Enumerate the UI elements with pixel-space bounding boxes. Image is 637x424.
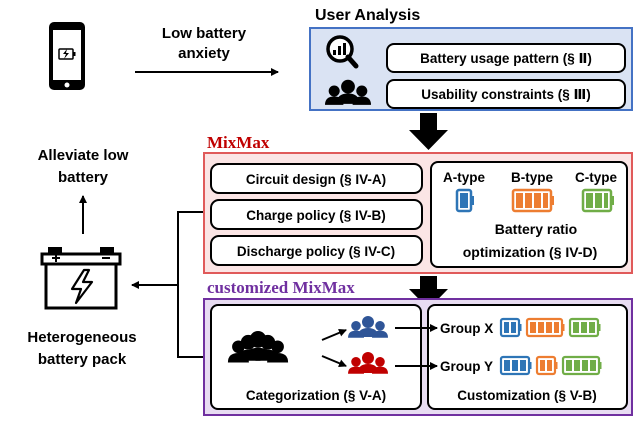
hetero-label-line2: battery pack [38,351,127,368]
car-battery-icon [40,247,122,310]
hetero-label-line1: Heterogeneous [27,329,136,346]
customization-label: Customization (§ V-B) [457,388,597,403]
group-x-label: Group X [440,321,493,336]
discharge-policy-box [210,235,423,266]
group-x-battery-c-icon [568,317,601,338]
group-x-battery-a-icon [499,317,522,338]
group-y-battery-a-icon [499,355,532,376]
arrow-to-group-x-people [321,329,347,341]
low-battery-label-line1: Low battery [162,25,247,42]
battery-ratio-label-line2: optimization (§ IV-D) [463,244,598,260]
charge-policy-label: Charge policy (§ IV-B) [246,208,386,223]
categorization-label: Categorization (§ V-A) [246,388,386,403]
alleviate-label-line2: battery [58,169,109,186]
group-x-battery-b-icon [525,317,565,338]
arrow-to-group-y-people [321,355,347,367]
mixmax-title: MixMax [207,133,270,152]
battery-type-b-label: B-type [511,170,553,185]
battery-type-c-label: C-type [575,170,617,185]
battery-type-a-label: A-type [443,170,485,185]
circuit-design-box [210,163,423,194]
alleviate-label-line1: Alleviate low [38,147,129,164]
smartphone-icon [49,22,85,90]
magnifier-chart-icon [326,35,359,69]
big-arrow-down-2 [409,276,448,309]
group-y-label: Group Y [440,359,493,374]
battery-usage-pattern-box [386,43,626,73]
usability-constraints-box [386,79,626,109]
low-battery-label-line2: anxiety [178,45,230,62]
group-y-battery-c-icon [561,355,602,376]
circuit-design-label: Circuit design (§ IV-A) [246,172,386,187]
battery-b-icon [511,188,554,213]
big-arrow-down-1 [409,113,448,150]
group-y-battery-b-icon [535,355,558,376]
charge-policy-box [210,199,423,230]
customized-mixmax-title: customized MixMax [207,278,355,297]
battery-c-icon [581,188,614,213]
user-analysis-title: User Analysis [315,7,420,24]
battery-ratio-box [430,161,628,268]
battery-usage-pattern-label: Battery usage pattern (§ Ⅱ) [420,51,592,66]
battery-a-icon [455,188,474,213]
battery-ratio-label-line1: Battery ratio [495,221,577,237]
discharge-policy-label: Discharge policy (§ IV-C) [237,244,395,259]
usability-constraints-label: Usability constraints (§ Ⅲ) [421,87,591,102]
